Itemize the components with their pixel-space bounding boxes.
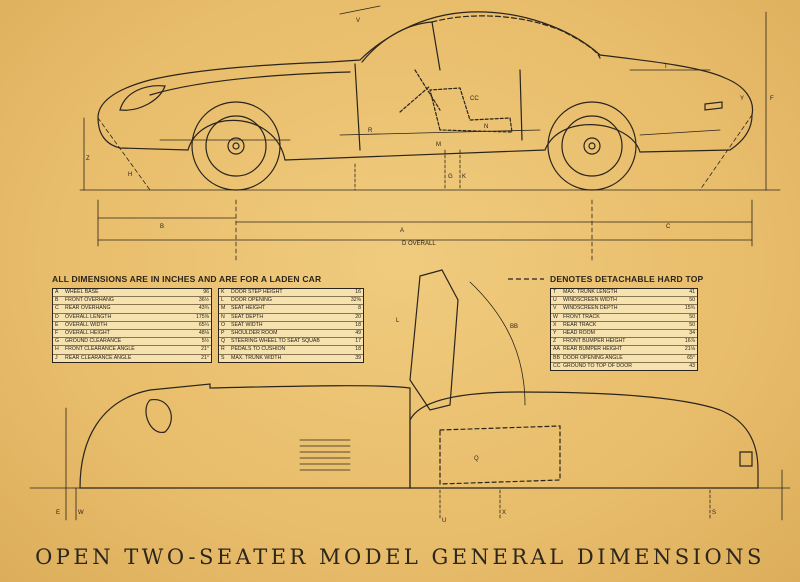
label-u: U	[442, 518, 446, 524]
front-headlamp	[145, 399, 172, 433]
label-r: R	[368, 128, 373, 134]
open-door	[409, 269, 459, 411]
front-dimension-lines	[65, 407, 783, 521]
rear-body-outline	[409, 391, 759, 489]
side-door-line	[354, 63, 523, 151]
side-windscreen	[361, 21, 441, 71]
label-t: T	[664, 64, 668, 70]
label-s: S	[712, 510, 716, 516]
label-bb: BB	[510, 324, 518, 330]
label-h: H	[128, 172, 132, 178]
label-x: X	[502, 510, 506, 516]
rear-window	[439, 425, 561, 485]
rear-lamp	[739, 451, 753, 467]
side-interior-seat	[429, 87, 513, 133]
side-hardtop	[431, 15, 601, 59]
rear-wheel	[547, 101, 637, 191]
label-w: W	[78, 510, 84, 516]
page-caption: OPEN TWO-SEATER MODEL GENERAL DIMENSIONS	[35, 545, 765, 569]
label-m: M	[436, 142, 441, 148]
side-chassis	[159, 129, 721, 141]
label-k: K	[462, 174, 466, 180]
label-a: A	[400, 228, 404, 234]
label-z: Z	[86, 156, 90, 162]
label-cc: CC	[470, 96, 479, 102]
side-rear-lamp	[704, 101, 723, 111]
side-steering	[399, 69, 441, 113]
front-grille	[299, 439, 351, 471]
label-n: N	[484, 124, 488, 130]
side-bonnet-line	[149, 71, 351, 96]
units-note: ALL DIMENSIONS ARE IN INCHES AND ARE FOR…	[52, 274, 322, 284]
label-b: B	[160, 224, 164, 230]
label-c: C	[666, 224, 671, 230]
label-l: L	[396, 318, 400, 324]
label-d-overall: D OVERALL	[402, 241, 436, 247]
front-body-outline	[79, 383, 411, 489]
label-e: E	[56, 510, 60, 516]
label-y: Y	[740, 96, 744, 102]
door-opening-arc	[469, 281, 526, 406]
side-body-outline	[97, 11, 754, 161]
side-dimension-lines	[79, 5, 781, 261]
side-headlamp	[119, 85, 166, 111]
label-q: Q	[474, 456, 479, 462]
front-wheel	[191, 101, 281, 191]
hard-top-note: DENOTES DETACHABLE HARD TOP	[550, 274, 704, 284]
label-f: F	[770, 96, 774, 102]
label-g: G	[448, 174, 453, 180]
label-v: V	[356, 18, 360, 24]
